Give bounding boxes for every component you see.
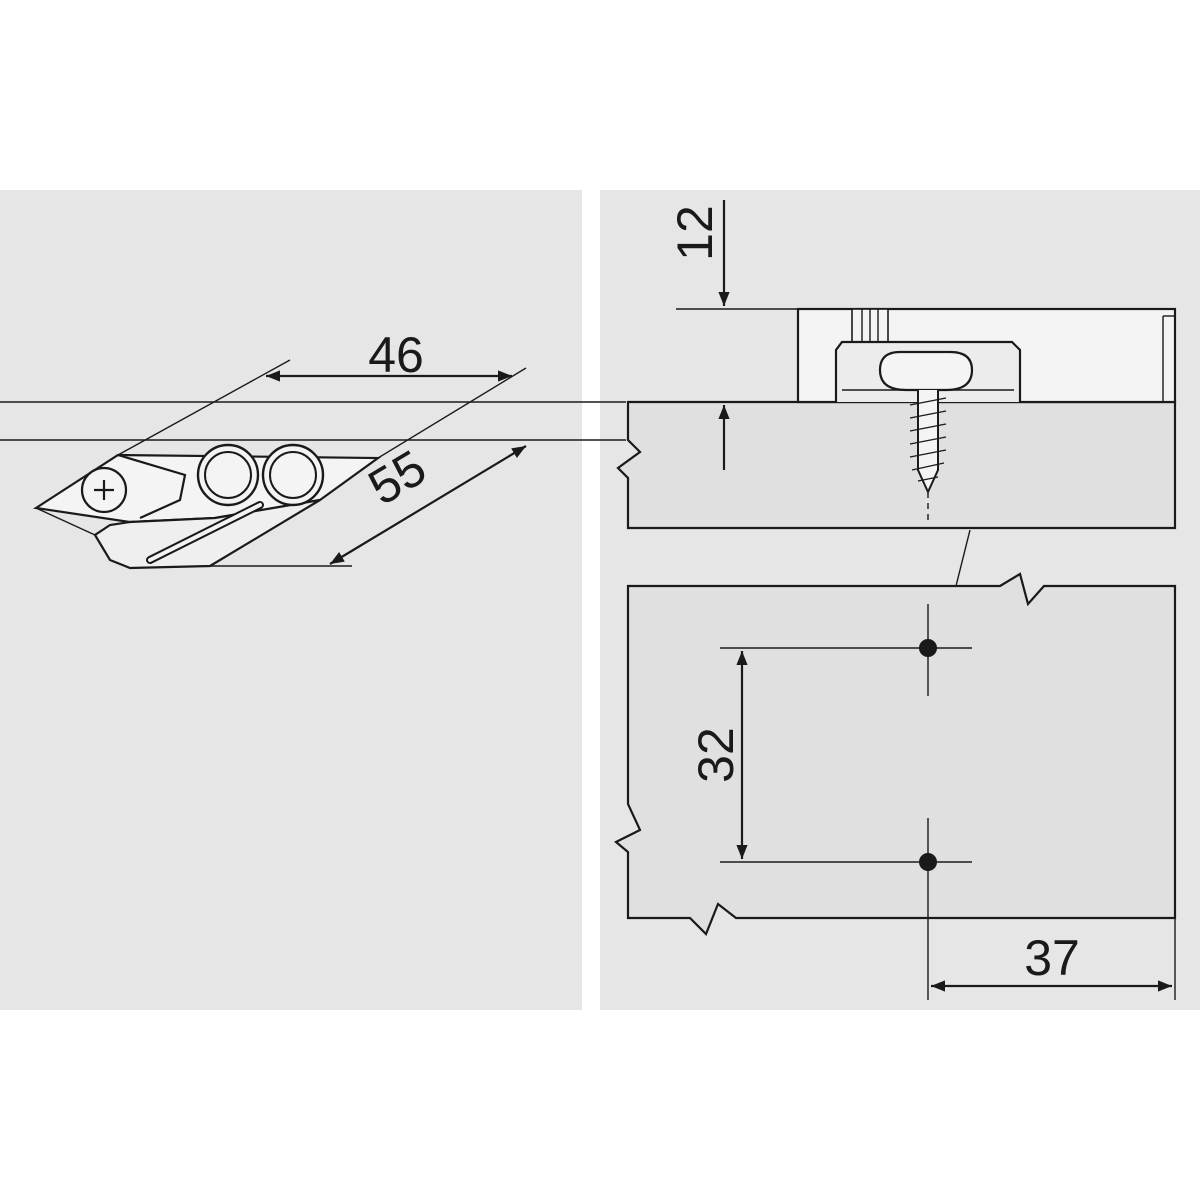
cam-peg-2 <box>261 443 325 507</box>
dimension-32: 32 <box>688 651 748 859</box>
left-panel <box>0 190 582 1010</box>
dimension-32-label: 32 <box>688 727 744 783</box>
plan-view: 32 37 <box>614 572 1177 1000</box>
section-view: 12 <box>616 200 1177 587</box>
dimension-37-label: 37 <box>1024 930 1080 986</box>
dimension-12: 12 <box>667 200 798 470</box>
screw-head-icon <box>80 466 128 514</box>
screw-head-icon <box>878 350 974 392</box>
dimension-37: 37 <box>931 918 1176 1000</box>
dimension-46-label: 46 <box>368 327 424 383</box>
cabinet-side-panel <box>614 572 1177 936</box>
cam-peg-1 <box>196 443 260 507</box>
door-board <box>616 400 1177 530</box>
dimension-46: 46 <box>117 327 527 459</box>
screw-thread-icon <box>909 390 947 495</box>
dimension-12-label: 12 <box>667 205 723 261</box>
mounting-plate <box>32 443 382 570</box>
